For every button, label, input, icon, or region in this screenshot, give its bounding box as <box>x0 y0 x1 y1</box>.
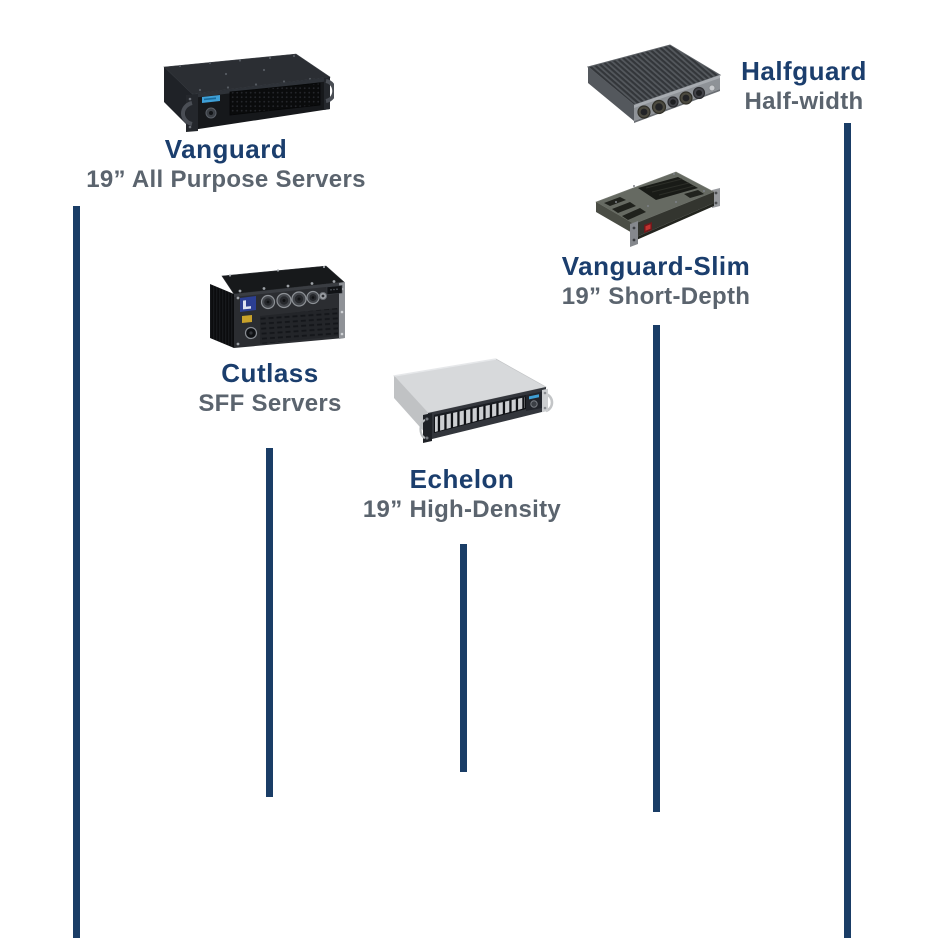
top-vents <box>604 177 704 220</box>
cutlass-subtitle: SFF Servers <box>198 390 342 417</box>
cutlass-depth-line <box>266 448 273 797</box>
vanguard-slim-subtitle: 19” Short-Depth <box>561 283 751 310</box>
halfguard-server-image <box>586 44 722 123</box>
vanguard-depth-line <box>73 206 80 938</box>
vanguard-slim-depth-line <box>653 325 660 812</box>
power-switch <box>644 222 652 233</box>
echelon-depth-line <box>460 544 467 772</box>
echelon-title: Echelon <box>409 464 515 494</box>
left-handle <box>419 418 426 440</box>
echelon-label: Echelon 19” High-Density <box>262 464 662 524</box>
right-handle <box>325 79 334 103</box>
cutlass-title: Cutlass <box>221 358 319 388</box>
vanguard-slim-label: Vanguard-Slim 19” Short-Depth <box>456 251 856 311</box>
drive-modules <box>434 395 526 433</box>
vanguard-subtitle: 19” All Purpose Servers <box>86 166 366 193</box>
halfguard-label: Halfguard Half-width <box>604 56 938 116</box>
vanguard-slim-server-image <box>595 171 720 247</box>
vanguard-slim-title: Vanguard-Slim <box>561 251 751 281</box>
front-vents <box>260 308 338 344</box>
cutlass-label: Cutlass SFF Servers <box>70 358 470 418</box>
warning-label <box>242 315 252 323</box>
top-screws <box>228 265 336 293</box>
vanguard-server-image <box>163 53 334 132</box>
halfguard-title: Halfguard <box>741 56 867 86</box>
top-screws <box>615 173 705 207</box>
vanguard-title: Vanguard <box>164 134 288 164</box>
halfguard-depth-line <box>844 123 851 938</box>
cutlass-server-image <box>210 265 345 348</box>
control-panel <box>526 391 542 411</box>
echelon-subtitle: 19” High-Density <box>362 496 562 523</box>
left-handle <box>181 101 193 126</box>
vanguard-label: Vanguard 19” All Purpose Servers <box>26 134 426 194</box>
brand-label <box>529 394 539 400</box>
mil-connectors <box>260 290 327 310</box>
brand-label <box>240 296 256 312</box>
top-screws <box>178 54 312 92</box>
halfguard-subtitle: Half-width <box>744 88 864 115</box>
echelon-server-image <box>393 358 554 443</box>
mil-connectors <box>637 84 716 119</box>
